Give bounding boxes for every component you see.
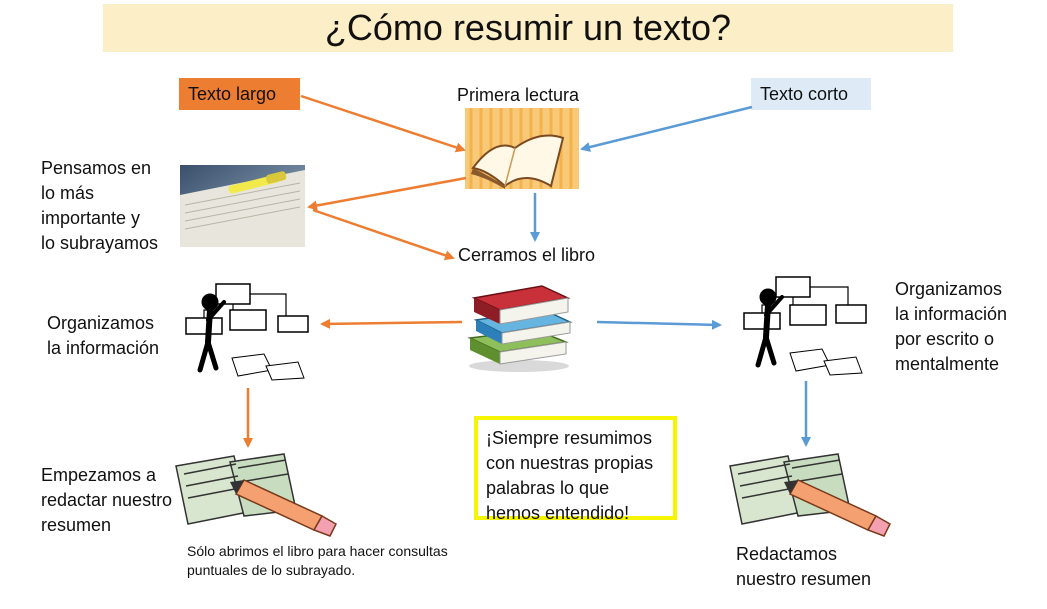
arrow-underline-to-close — [312, 208, 455, 261]
label-first-reading: Primera lectura — [457, 85, 580, 105]
books-stack-icon — [467, 285, 573, 372]
title-banner: ¿Cómo resumir un texto? — [103, 4, 953, 52]
tag-short-text: Texto corto — [751, 78, 871, 110]
stick-figure-organizing-left-icon — [185, 283, 309, 381]
label-organize-right: Organizamos la información por escrito o… — [895, 279, 1008, 374]
label-close-book: Cerramos el libro — [458, 245, 596, 265]
arrow-books-to-organize-right — [596, 319, 722, 330]
page-title: ¿Cómo resumir un texto? — [324, 7, 732, 48]
arrow-reading-to-underline — [307, 176, 467, 211]
label-organize-left: Organizamos la información — [47, 313, 160, 358]
highlighter-book-icon — [180, 165, 305, 247]
arrow-short-to-reading — [580, 105, 753, 152]
writing-pencil-right-icon — [729, 453, 891, 537]
label-write-summary: Redactamos nuestro resumen — [736, 544, 872, 589]
label-think-underline: Pensamos en lo más importante y lo subra… — [41, 158, 159, 253]
tag-long-text: Texto largo — [179, 78, 300, 110]
arrow-books-to-organize-left — [320, 318, 463, 329]
open-book-icon — [465, 108, 579, 189]
callout-box: ¡Siempre resumimos con nuestras propias … — [474, 416, 677, 523]
stick-figure-organizing-right-icon — [743, 276, 867, 376]
arrow-long-to-reading — [300, 94, 466, 153]
label-consult-note: Sólo abrimos el libro para hacer consult… — [187, 543, 448, 578]
writing-pencil-left-icon — [175, 453, 337, 537]
label-start-writing: Empezamos a redactar nuestro resumen — [41, 465, 173, 535]
